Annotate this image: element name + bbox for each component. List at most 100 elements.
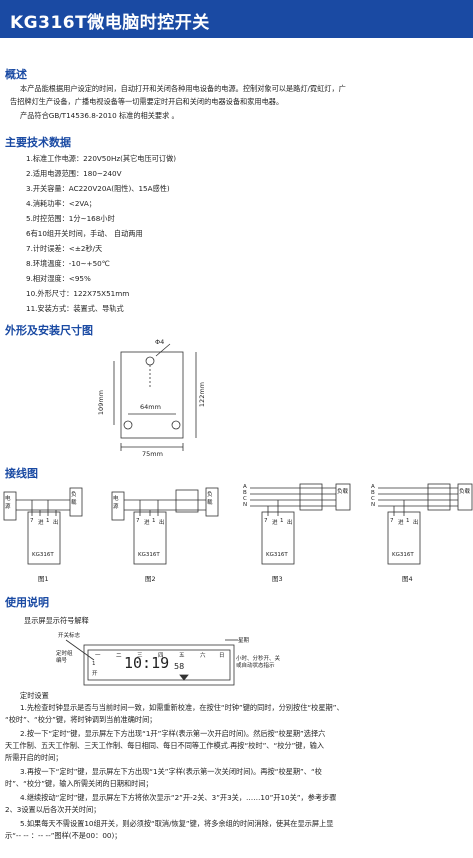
device-model: KG316T	[138, 552, 160, 558]
dim-label-64: 64mm	[140, 403, 161, 411]
step-3a: 3.再按一下“定时”键，显示屏左下方出现“1关”字样(表示第一次关闭时间)。再按…	[20, 767, 322, 776]
day-mon: 一	[95, 653, 101, 659]
dim-label-75: 75mm	[142, 450, 163, 458]
right-mount-hole	[171, 420, 181, 430]
spec-item: 5.时控范围：1分~168小时	[26, 214, 115, 223]
spec-item: 6有10组开关时间，手动、 自动两用	[26, 229, 143, 238]
source-label: 电源	[113, 496, 119, 510]
section-usage: 使用说明	[5, 596, 49, 609]
section-wiring: 接线图	[5, 467, 38, 480]
day-sun: 日	[219, 653, 225, 659]
terminal-label: 7	[136, 518, 140, 524]
dim-label-122: 122mm	[198, 382, 206, 408]
group-number: 1	[92, 661, 96, 667]
load-label: 负载	[337, 489, 349, 495]
day-tue: 二	[116, 653, 122, 659]
display-diagram	[65, 639, 238, 686]
day-thu: 四	[158, 653, 164, 659]
terminal-label: 1	[280, 518, 284, 524]
step-1b: “校时”、“校分”键，将时钟调到当前准确时间；	[5, 715, 157, 724]
clock-time: 10:19	[124, 654, 170, 672]
title-banner: KG316T微电脑时控开关	[0, 0, 473, 38]
timer-heading: 定时设置	[20, 691, 49, 700]
phase-n: N	[371, 502, 376, 508]
step-2c: 所需开启的时间；	[5, 753, 63, 762]
status-indicator-icon	[179, 674, 189, 681]
phase-c: C	[243, 496, 247, 502]
step-5b: 示“-- -- ：-- --”图样(不是00：00)；	[5, 831, 122, 840]
step-4a: 4.继续按动“定时”键，显示屏左下方将依次显示“2”开-2关、3”开3关，……1…	[20, 793, 337, 802]
load-label: 负载	[207, 492, 213, 506]
spec-item: 9.相对湿度：<95%	[26, 274, 91, 283]
section-specs: 主要技术数据	[5, 136, 71, 149]
figure-caption: 图2	[145, 575, 156, 583]
day-fri: 五	[179, 653, 185, 659]
source-label: 电源	[5, 496, 11, 510]
step-3b: 时”、“校分”键，输入所需关闭的日期和时间；	[5, 779, 153, 788]
dimension-drawing	[113, 343, 197, 451]
hole-diameter: Φ4	[155, 338, 165, 346]
dim-label-109: 109mm	[97, 390, 105, 416]
terminal-label: 进	[272, 520, 278, 526]
figure-caption: 图1	[38, 575, 49, 583]
step-4b: 2、3设置以后各次开关时间；	[5, 805, 101, 814]
terminal-label: 7	[30, 518, 34, 524]
spec-item: 2.适用电源范围：180~240V	[26, 169, 122, 178]
phase-b: B	[371, 490, 375, 496]
terminal-label: 1	[152, 518, 156, 524]
terminal-label: 出	[53, 520, 59, 526]
day-sat: 六	[200, 653, 206, 659]
page-title: KG316T微电脑时控开关	[10, 13, 210, 33]
load-label: 负载	[71, 492, 77, 506]
overview-line1: 本产品能根据用户设定的时间，自动打开和关闭各种用电设备的电源。控制对象可以是路灯…	[20, 84, 346, 93]
step-2b: 天工作制、五天工作制、三天工作制、每日相同、每日不同等工作模式.再按“校时”、“…	[5, 741, 325, 750]
figure-caption: 图4	[402, 575, 413, 583]
spec-item: 8.环境温度：-10~+50℃	[26, 259, 110, 268]
day-wed: 三	[137, 653, 143, 659]
step-2a: 2.按一下“定时”键，显示屏左下方出现“1开”字样(表示第一次开启时间)。然后按…	[20, 729, 326, 738]
step-5a: 5.如果每天不需设置10组开关，则必须按“取消/恢复”键，将多余组的时间消除，使…	[20, 819, 334, 828]
phase-a: A	[243, 484, 247, 490]
timer-group-label: 定时组编号	[56, 651, 73, 664]
load-label: 负载	[459, 489, 471, 495]
section-dimensions: 外形及安装尺寸图	[5, 324, 93, 337]
load-box	[69, 487, 83, 517]
spec-item: 10.外形尺寸：122X75X51mm	[26, 289, 130, 298]
clock-seconds: 58	[174, 662, 185, 671]
terminal-label: 进	[38, 520, 44, 526]
week-label: 星期	[238, 638, 250, 644]
terminal-label: 1	[406, 518, 410, 524]
switch-state: 开	[92, 671, 98, 677]
terminal-label: 出	[287, 520, 293, 526]
terminal-label: 进	[398, 520, 404, 526]
phase-a: A	[371, 484, 375, 490]
phase-n: N	[243, 502, 248, 508]
terminal-label: 进	[144, 520, 150, 526]
overview-line2: 告招牌灯生产设备，广播电视设备等一切需要定时开启和关闭的电器设备和家用电器。	[10, 97, 284, 106]
terminal-label: 7	[390, 518, 394, 524]
phase-c: C	[371, 496, 375, 502]
step-1a: 1.先检查时钟显示是否与当前时间一致，如需重新校准，在按住“时钟”键的同时，分别…	[20, 703, 344, 712]
display-frame	[83, 644, 235, 686]
device-outline	[120, 351, 184, 439]
spec-item: 7.计时误差：<±2秒/天	[26, 244, 103, 253]
device-model: KG316T	[392, 552, 414, 558]
display-title: 显示屏显示符号解释	[24, 616, 89, 625]
device-model: KG316T	[32, 552, 54, 558]
spec-item: 4.消耗功率：<2VA；	[26, 199, 96, 208]
wiring-diagrams	[3, 483, 473, 565]
phase-b: B	[243, 490, 247, 496]
status-legend: 小时、分秒开、关或自动状态指示	[236, 656, 281, 669]
overview-line3: 产品符合GB/T14536.8-2010 标准的相关要求 。	[20, 111, 179, 120]
switch-mark-label: 开关标志	[58, 633, 81, 639]
figure-caption: 图3	[272, 575, 283, 583]
left-mount-hole	[123, 420, 133, 430]
terminal-label: 7	[264, 518, 268, 524]
spec-item: 3.开关容量：AC220V20A(阻性)、15A感性)	[26, 184, 170, 193]
top-mount-hole	[145, 356, 155, 366]
spec-item: 11.安装方式：装置式、导轨式	[26, 304, 124, 313]
source-box	[3, 491, 17, 521]
section-overview: 概述	[5, 68, 27, 81]
terminal-label: 出	[413, 520, 419, 526]
